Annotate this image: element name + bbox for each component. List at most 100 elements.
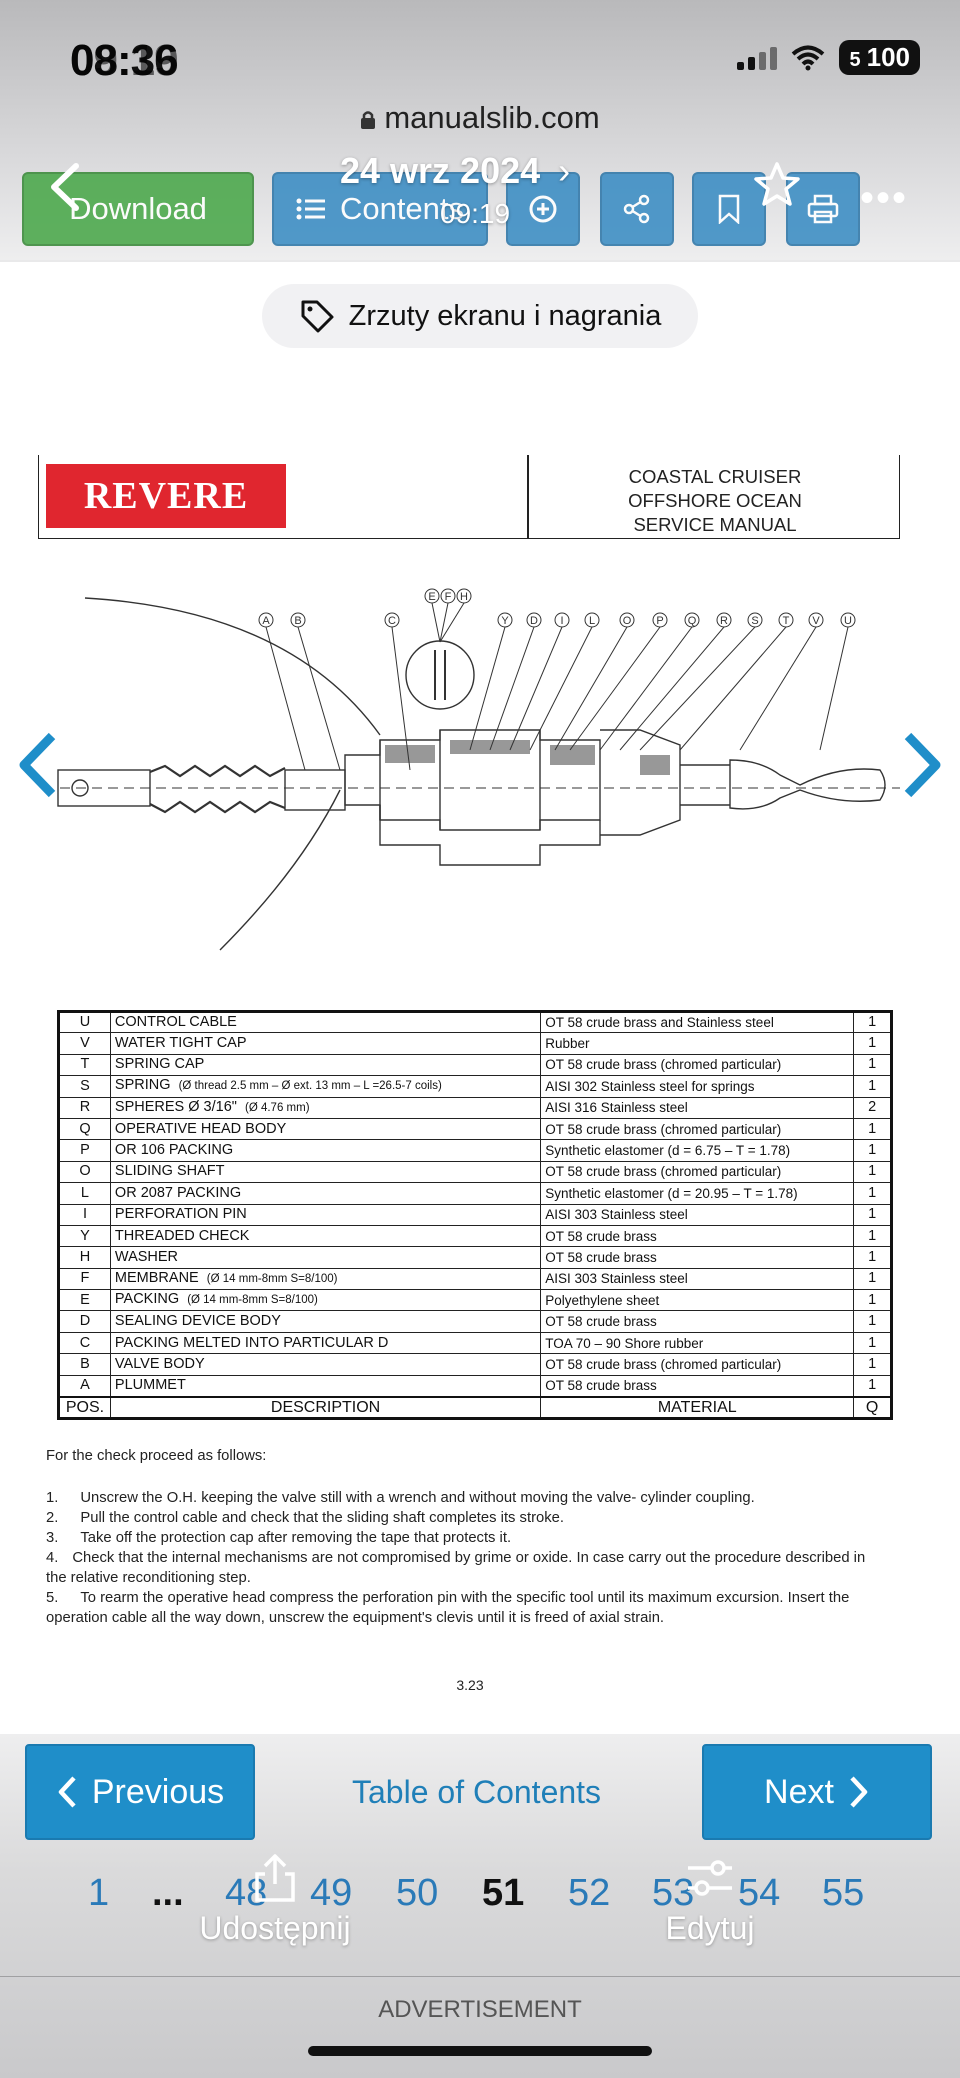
part-position: V: [58, 1032, 111, 1055]
callout-leader-line: [439, 602, 465, 643]
part-position: F: [58, 1267, 111, 1291]
step-text: Unscrew the O.H. keeping the valve still…: [80, 1490, 755, 1506]
more-options-icon[interactable]: •••: [860, 176, 909, 220]
part-material: TOA 70 – 90 Shore rubber: [540, 1331, 855, 1355]
part-description: SPHERES Ø 3/16" (Ø 4.76 mm): [109, 1096, 542, 1119]
next-page-arrow-icon[interactable]: [900, 730, 944, 800]
part-material: AISI 316 Stainless steel: [540, 1096, 855, 1119]
callout-label: B: [294, 615, 301, 627]
share-action[interactable]: Udostępnij: [190, 1852, 360, 1947]
lock-icon: [361, 111, 376, 129]
doc-title: COASTAL CRUISER OFFSHORE OCEAN SERVICE M…: [529, 465, 901, 537]
bookmark-button[interactable]: [692, 172, 766, 246]
page-number-link[interactable]: 52: [568, 1872, 611, 1914]
part-name: THREADED CHECK: [114, 1227, 250, 1244]
part-position: P: [58, 1139, 111, 1162]
callout-label: H: [460, 591, 468, 603]
instructions-intro: For the check proceed as follows:: [46, 1448, 267, 1464]
page-number-link[interactable]: 54: [738, 1872, 781, 1914]
previous-page-arrow-icon[interactable]: [16, 730, 60, 800]
part-description: PACKING (Ø 14 mm-8mm S=8/100): [109, 1289, 542, 1312]
page-number-link[interactable]: 1: [88, 1872, 110, 1914]
page-number-link[interactable]: 49: [310, 1872, 353, 1914]
part-description: SEALING DEVICE BODY: [109, 1310, 542, 1333]
doc-title-line: COASTAL CRUISER: [628, 466, 802, 487]
screenshots-tag-pill[interactable]: Zrzuty ekranu i nagrania: [262, 284, 698, 348]
callout-label: E: [428, 591, 435, 603]
callout-leader-line: [739, 626, 817, 751]
previous-button[interactable]: Previous: [25, 1744, 255, 1840]
part-position: E: [58, 1289, 111, 1312]
step-number: 4.: [46, 1550, 59, 1566]
ad-divider: [0, 1976, 960, 1977]
part-position: C: [58, 1331, 111, 1355]
part-material: OT 58 crude brass (chromed particular): [540, 1353, 855, 1376]
favorite-star-icon[interactable]: [752, 160, 802, 210]
photo-time: 09:19: [440, 198, 511, 229]
part-position: H: [58, 1246, 111, 1269]
part-name: PACKING: [114, 1291, 180, 1308]
part-quantity: 1: [853, 1139, 892, 1162]
callout-leader-line: [391, 626, 411, 771]
share-page-button[interactable]: [600, 172, 674, 246]
part-name: WASHER: [114, 1248, 179, 1265]
url-text: manualslib.com: [384, 100, 600, 135]
url-bar[interactable]: manualslib.com: [0, 100, 960, 136]
tag-pill-label: Zrzuty ekranu i nagrania: [348, 299, 662, 332]
part-position: L: [58, 1182, 111, 1205]
part-material: OT 58 crude brass and Stainless steel: [540, 1010, 855, 1034]
instruction-step: 2.Pull the control cable and check that …: [46, 1508, 866, 1528]
callout-leader-line: [639, 626, 756, 751]
table-of-contents-link[interactable]: Table of Contents: [352, 1774, 602, 1810]
step-number: 3.: [46, 1530, 59, 1546]
contents-button[interactable]: Contents: [272, 172, 488, 246]
part-material: AISI 303 Stainless steel: [540, 1267, 855, 1291]
part-description: PLUMMET: [109, 1374, 542, 1398]
callout-circle: [619, 612, 635, 628]
part-material: OT 58 crude brass (chromed particular): [540, 1053, 855, 1077]
photo-date[interactable]: 24 wrz 2024›: [340, 150, 570, 192]
share-icon: [255, 1854, 295, 1902]
page-number-link[interactable]: 55: [822, 1872, 865, 1914]
callout-circle: [290, 612, 306, 628]
part-quantity: 1: [853, 1224, 892, 1248]
callout-label: F: [445, 591, 452, 603]
callout-leader-line: [469, 626, 506, 751]
zoom-in-button[interactable]: [506, 172, 580, 246]
part-material: Polyethylene sheet: [540, 1289, 855, 1312]
part-quantity: 1: [853, 1010, 892, 1034]
header-description: DESCRIPTION: [109, 1395, 542, 1419]
callout-circle: [747, 612, 763, 628]
part-material: OT 58 crude brass: [540, 1246, 855, 1269]
print-button[interactable]: [786, 172, 860, 246]
next-button[interactable]: Next: [702, 1744, 932, 1840]
callout-leader-line: [599, 626, 693, 751]
chevron-left-icon: [58, 1776, 76, 1808]
part-description: MEMBRANE (Ø 14 mm-8mm S=8/100): [109, 1267, 542, 1291]
part-description: WASHER: [109, 1246, 542, 1269]
part-name: PACKING MELTED INTO PARTICULAR D: [114, 1334, 389, 1351]
page-number-link[interactable]: 53: [652, 1872, 695, 1914]
part-position: O: [58, 1160, 111, 1184]
doc-title-line: SERVICE MANUAL: [633, 514, 797, 535]
tag-icon: [301, 300, 334, 333]
edit-action[interactable]: Edytuj: [640, 1852, 780, 1947]
part-material: AISI 302 Stainless steel for springs: [540, 1075, 855, 1098]
part-name: PLUMMET: [114, 1377, 186, 1394]
instruction-step: 3.Take off the protection cap after remo…: [46, 1528, 866, 1548]
callout-label: C: [388, 615, 396, 627]
status-time: 09:19 08:36: [70, 36, 179, 86]
page-number-link[interactable]: 48: [225, 1872, 268, 1914]
back-chevron-icon[interactable]: [40, 160, 94, 214]
part-material: OT 58 crude brass: [540, 1374, 855, 1398]
page-number-link[interactable]: 50: [396, 1872, 439, 1914]
callout-label: Y: [501, 615, 509, 627]
callout-circle: [424, 588, 440, 604]
